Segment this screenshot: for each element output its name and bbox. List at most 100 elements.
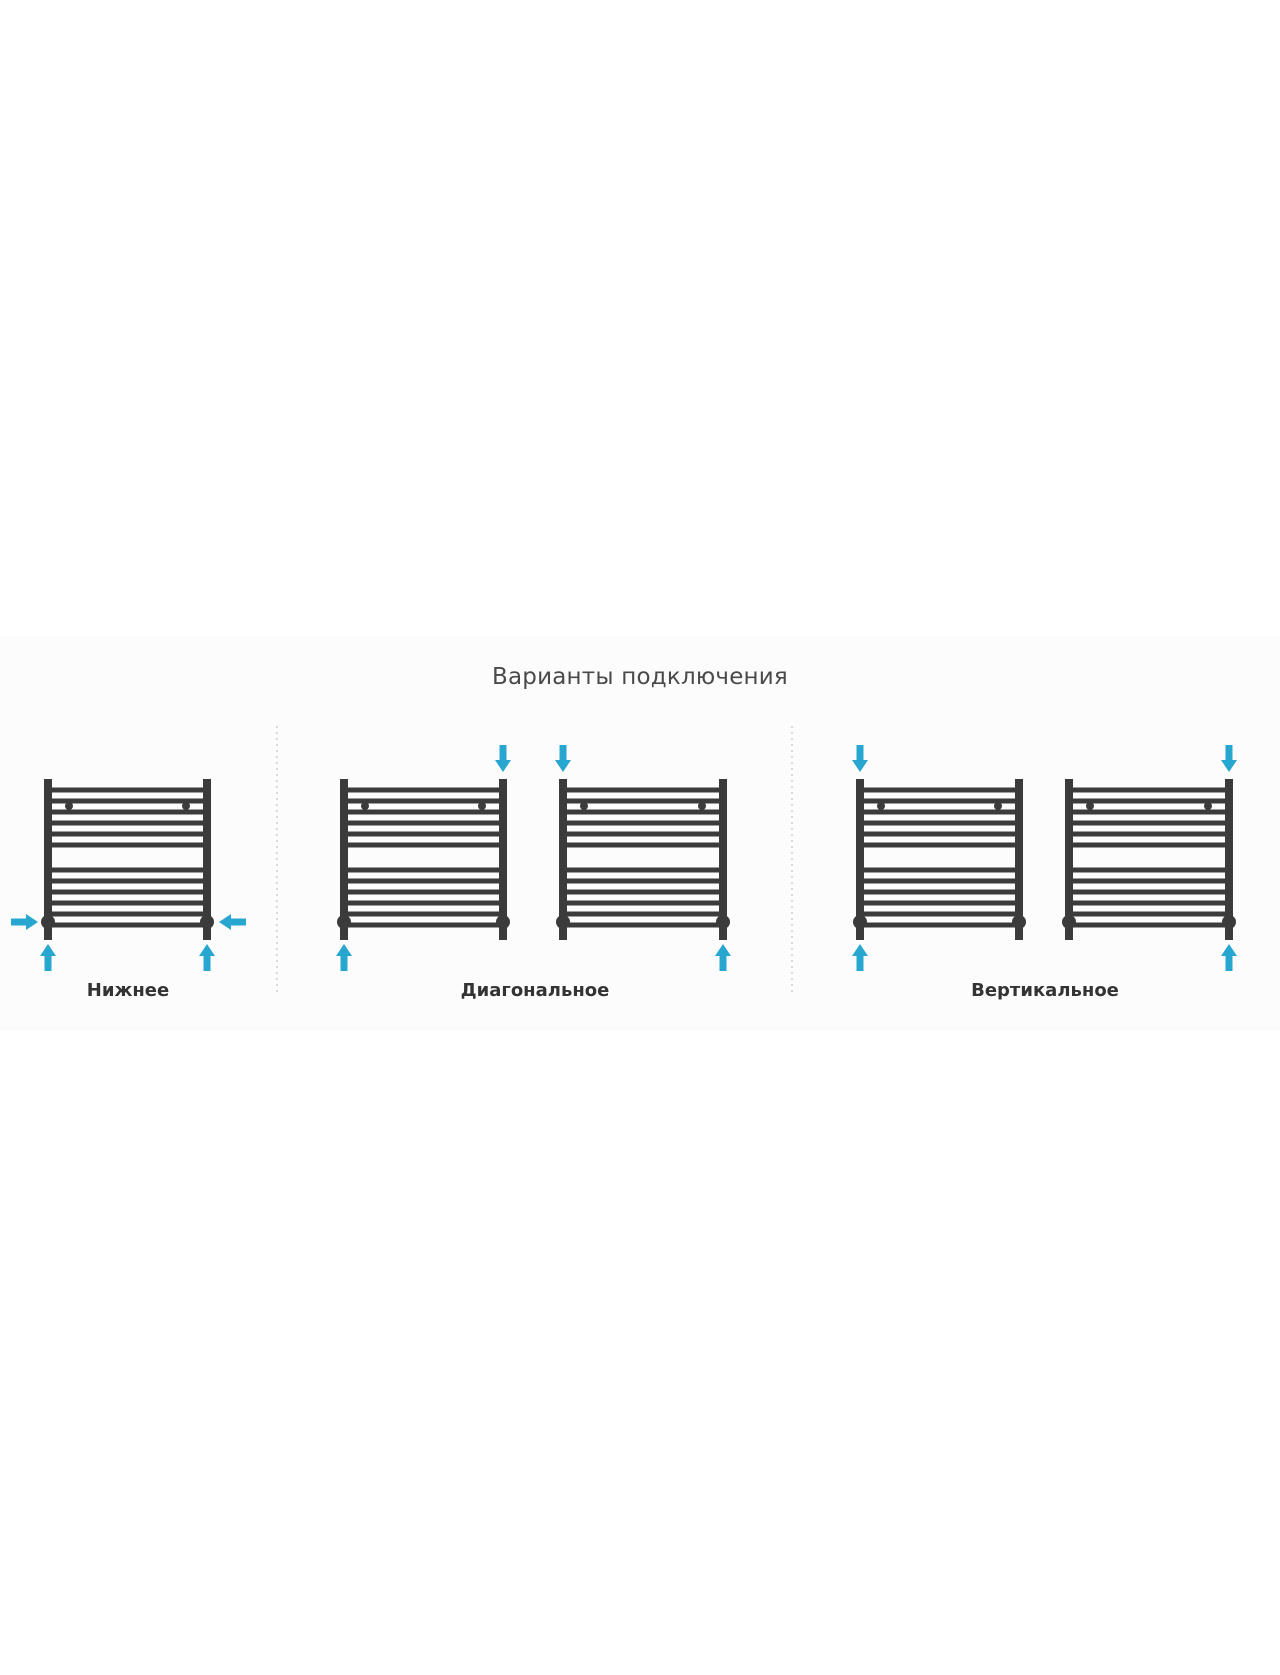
flow-arrow-icon [715, 944, 731, 971]
arrow-head [1221, 760, 1237, 772]
mount-dot [580, 802, 588, 810]
arrow-shaft [1225, 955, 1233, 971]
rail-rung [563, 889, 723, 895]
arrow-shaft [230, 918, 246, 926]
rail-rung [860, 878, 1019, 884]
rail-rung [1069, 842, 1229, 848]
rail-rung [860, 922, 1019, 928]
rail-rung [344, 798, 503, 804]
flow-arrow-icon [11, 914, 38, 930]
rail-rung [563, 787, 723, 793]
arrow-head [852, 760, 868, 772]
arrow-head [199, 944, 215, 956]
arrow-shaft [203, 955, 211, 971]
mount-dot [182, 802, 190, 810]
rail-post-left [340, 779, 348, 940]
arrow-head [555, 760, 571, 772]
rail-post-left [44, 779, 52, 940]
flow-arrow-icon [495, 745, 511, 772]
arrow-shaft [1225, 745, 1233, 761]
connection-node [716, 915, 730, 929]
connection-node [1222, 915, 1236, 929]
rail-rung [344, 809, 503, 815]
rail-rung [48, 809, 207, 815]
rail-rung [48, 911, 207, 917]
rail-rung [563, 798, 723, 804]
rail-rung [344, 878, 503, 884]
towel-rail-icon [337, 779, 510, 940]
rail-post-right [719, 779, 727, 940]
rail-rung [1069, 798, 1229, 804]
rail-post-right [1225, 779, 1233, 940]
flow-arrow-icon [852, 944, 868, 971]
rail-rung [563, 867, 723, 873]
caption-vertical-connection: Вертикальное [971, 980, 1119, 1001]
rail-rung [563, 911, 723, 917]
rail-rung [563, 878, 723, 884]
flow-arrow-icon [555, 745, 571, 772]
rail-rung [344, 922, 503, 928]
rail-post-right [1015, 779, 1023, 940]
connection-node [853, 915, 867, 929]
rail-post-left [856, 779, 864, 940]
arrow-shaft [856, 955, 864, 971]
flow-arrow-icon [199, 944, 215, 971]
arrow-head [495, 760, 511, 772]
rail-rung [48, 798, 207, 804]
connection-node [337, 915, 351, 929]
rail-rung [344, 889, 503, 895]
rail-rung [860, 820, 1019, 826]
arrow-shaft [719, 955, 727, 971]
caption-diagonal-connection: Диагональное [460, 980, 610, 1001]
rail-rung [1069, 889, 1229, 895]
rail-rung [860, 831, 1019, 837]
rail-rung [344, 842, 503, 848]
rail-rung [48, 889, 207, 895]
rail-rung [1069, 831, 1229, 837]
rail-rung [563, 831, 723, 837]
rail-rung [860, 867, 1019, 873]
rail-rung [860, 889, 1019, 895]
mount-dot [1204, 802, 1212, 810]
arrow-shaft [559, 745, 567, 761]
connection-node [41, 915, 55, 929]
connection-node [496, 915, 510, 929]
rail-rung [1069, 867, 1229, 873]
rail-rung [48, 831, 207, 837]
rail-rung [48, 867, 207, 873]
rail-rung [860, 809, 1019, 815]
rail-rung [860, 911, 1019, 917]
mount-dot [1086, 802, 1094, 810]
rail-rung [48, 922, 207, 928]
arrow-head [852, 944, 868, 956]
rail-rung [1069, 787, 1229, 793]
arrow-shaft [11, 918, 27, 926]
rail-rung [48, 820, 207, 826]
towel-rail-icon [853, 779, 1026, 940]
rail-post-left [559, 779, 567, 940]
rail-rung [563, 900, 723, 906]
rail-rung [1069, 878, 1229, 884]
arrow-head [40, 944, 56, 956]
mount-dot [877, 802, 885, 810]
arrow-head [336, 944, 352, 956]
caption-bottom-connection: Нижнее [86, 980, 170, 1001]
arrow-head [219, 914, 231, 930]
arrow-head [1221, 944, 1237, 956]
rail-rung [860, 842, 1019, 848]
rail-post-left [1065, 779, 1073, 940]
arrow-shaft [499, 745, 507, 761]
arrow-shaft [44, 955, 52, 971]
towel-rail-icon [556, 779, 730, 940]
rail-rung [48, 878, 207, 884]
flow-arrow-icon [1221, 944, 1237, 971]
flow-arrow-icon [40, 944, 56, 971]
rail-rung [48, 842, 207, 848]
rail-rung [344, 911, 503, 917]
rail-rung [344, 900, 503, 906]
rail-rung [563, 922, 723, 928]
rail-rung [1069, 922, 1229, 928]
rail-rung [1069, 809, 1229, 815]
rail-rung [563, 842, 723, 848]
